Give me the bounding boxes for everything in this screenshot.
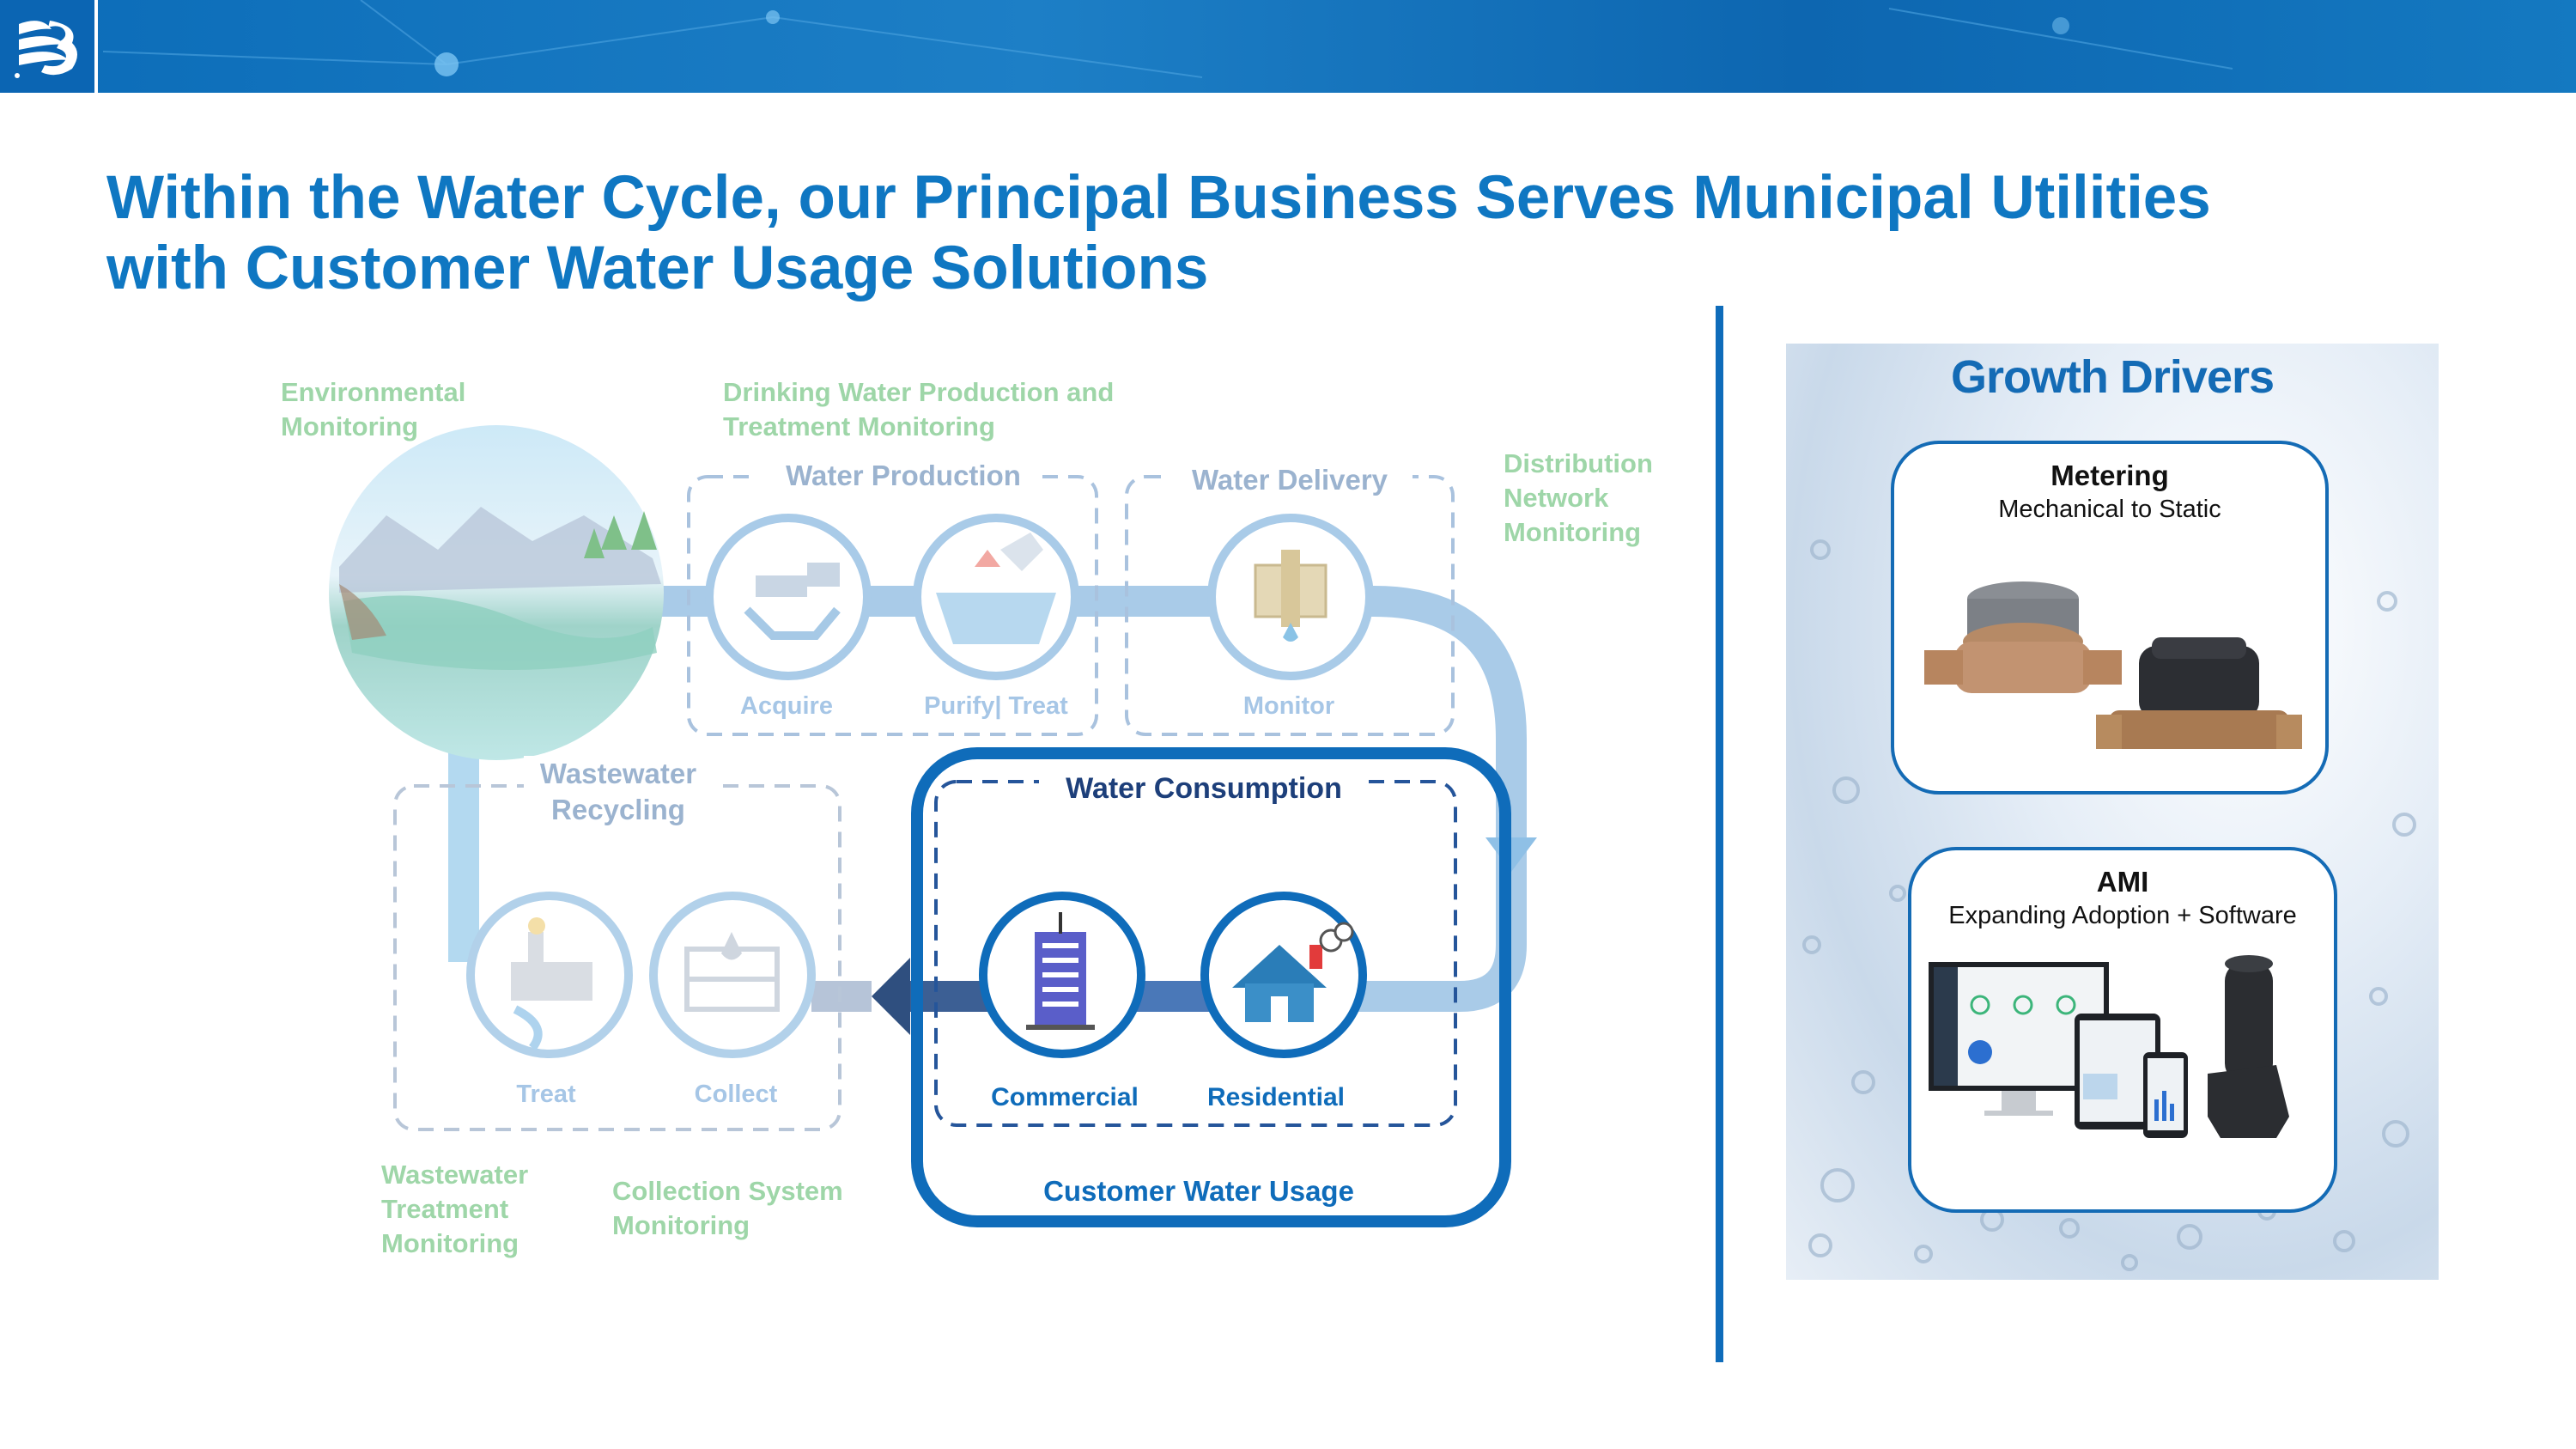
water-cycle-diagram: Environmental Monitoring Drinking Water … [281,377,1653,1258]
treat-icon [466,892,633,1058]
monitor-label: Monitor [1243,692,1334,720]
water-consumption-label: Water Consumption [1066,772,1342,805]
mechanical-meter [1924,581,2122,693]
residential-icon [1200,892,1367,1058]
wastewater-monitoring-line1: Wastewater [381,1160,528,1190]
metering-subtitle: Mechanical to Static [1998,496,2221,523]
distribution-monitoring-line1: Distribution [1504,448,1653,478]
wastewater-recycling-line1: Wastewater [540,758,696,789]
page-title: Within the Water Cycle, our Principal Bu… [106,163,2425,304]
header-banner [0,0,2576,93]
metering-card: Metering Mechanical to Static [1891,441,2329,795]
monitor-icon [1207,514,1374,680]
ami-endpoint-device [2208,955,2289,1138]
water-production-label: Water Production [786,460,1021,491]
env-monitoring-line2: Monitoring [281,411,418,441]
flow-band-delivery [584,586,1527,1012]
distribution-monitoring-line3: Monitoring [1504,517,1641,547]
company-logo [0,0,98,93]
customer-water-usage-box [911,747,1511,1227]
drinking-monitoring-line1: Drinking Water Production and [723,377,1114,407]
water-globe [329,425,664,760]
collection-monitoring-line1: Collection System [612,1176,843,1206]
wastewater-recycling-line2: Recycling [551,794,685,825]
collect-label: Collect [695,1081,778,1108]
wastewater-monitoring-line3: Monitoring [381,1228,519,1258]
network-pattern [102,0,2233,78]
distribution-monitoring-line2: Network [1504,483,1609,513]
water-droplets-background [1802,539,2416,1271]
wastewater-monitoring-line2: Treatment [381,1194,508,1224]
collection-monitoring-line2: Monitoring [612,1210,750,1240]
title-line-2: with Customer Water Usage Solutions [106,234,1209,302]
acquire-icon [705,514,872,680]
static-meter [2096,637,2302,749]
purify-treat-icon [913,514,1079,680]
water-meters-image [1924,581,2302,749]
drinking-monitoring-line2: Treatment Monitoring [723,411,995,441]
treat-label: Treat [516,1081,576,1108]
purify-treat-label: Purify| Treat [924,692,1068,720]
flow-arrow-head [872,958,910,1035]
ami-subtitle: Expanding Adoption + Software [1948,902,2297,929]
commercial-icon [979,892,1145,1058]
acquire-label: Acquire [740,692,833,720]
ami-title: AMI [2096,866,2149,898]
water-delivery-label: Water Delivery [1192,464,1388,496]
env-monitoring-line1: Environmental [281,377,465,407]
tablet-device [2075,1014,2160,1129]
metering-title: Metering [2050,460,2169,491]
ami-card: AMI Expanding Adoption + Software [1908,847,2337,1213]
collect-icon [649,892,816,1058]
phone-device [2143,1052,2188,1138]
vertical-divider [1716,306,1723,1362]
commercial-label: Commercial [991,1083,1139,1111]
ami-devices-image [1929,955,2289,1138]
residential-label: Residential [1207,1083,1345,1111]
growth-drivers-title: Growth Drivers [1950,351,2275,403]
customer-water-usage-label: Customer Water Usage [1043,1175,1354,1207]
title-line-1: Within the Water Cycle, our Principal Bu… [106,164,2211,232]
